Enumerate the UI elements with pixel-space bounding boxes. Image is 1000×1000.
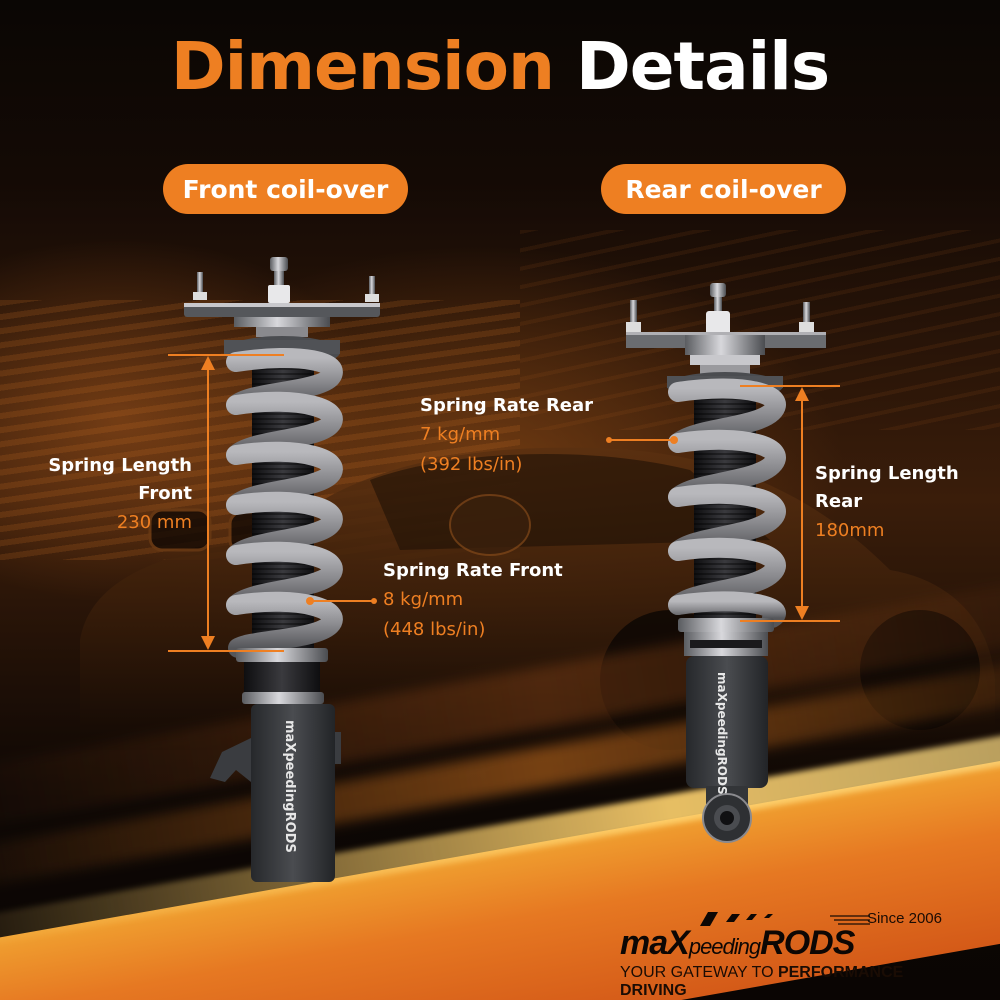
- checkered-flag-icon: [700, 912, 773, 926]
- brand-name-part3: RODS: [760, 924, 855, 962]
- spring-rate-front-alt-value: (448 lbs/in): [383, 619, 486, 640]
- spring-length-front-heading-line2: Front: [138, 483, 192, 504]
- rear-coilover: maXpeedingRODS: [626, 283, 826, 843]
- spring-rate-rear-label: Spring Rate Rear 7 kg/mm (392 lbs/in): [420, 392, 650, 480]
- brand-since: Since 2006: [866, 910, 942, 927]
- spring-rate-rear-heading: Spring Rate Rear: [420, 395, 594, 416]
- brand-name-part2: peeding: [688, 934, 761, 959]
- brand-tagline: YOUR GATEWAY TO PERFORMANCE DRIVING: [620, 964, 950, 1000]
- front-coilover-label: Front coil-over: [163, 164, 408, 214]
- spring-rate-front-label: Spring Rate Front 8 kg/mm (448 lbs/in): [383, 557, 613, 645]
- brand-name-part1: maX: [620, 924, 690, 962]
- page-title: Dimension Details: [0, 28, 1000, 105]
- spring-length-rear-heading-line2: Rear: [815, 491, 863, 512]
- spring-length-rear-heading-line1: Spring Length: [815, 463, 959, 484]
- title-part-white: Details: [575, 28, 830, 105]
- front-shock-decal: maXpeedingRODS: [282, 720, 297, 853]
- spring-rate-front-value: 8 kg/mm: [383, 589, 464, 610]
- rear-coilover-label: Rear coil-over: [601, 164, 846, 214]
- dimension-lines: [168, 354, 840, 652]
- brand-logo: Since 2006 maXpeedingRODS YOUR GATEWAY T…: [620, 910, 950, 999]
- spring-length-rear-label: Spring Length Rear 180mm: [815, 460, 995, 546]
- title-part-orange: Dimension: [170, 28, 555, 105]
- tagline-bold: PERFORMANCE DRIVING: [620, 964, 904, 999]
- spring-rate-front-heading: Spring Rate Front: [383, 560, 563, 581]
- spring-length-front-label: Spring Length Front 230 mm: [20, 452, 192, 538]
- spring-length-front-value: 230 mm: [116, 512, 192, 533]
- spring-rate-rear-alt-value: (392 lbs/in): [420, 454, 523, 475]
- brand-name: maXpeedingRODS: [620, 924, 855, 963]
- front-coilover: maXpeedingRODS: [184, 257, 380, 882]
- spring-length-rear-value: 180mm: [815, 520, 885, 541]
- speed-lines-icon: [830, 915, 870, 925]
- spring-length-front-heading-line1: Spring Length: [48, 455, 192, 476]
- tagline-light: YOUR GATEWAY TO: [620, 964, 778, 981]
- spring-rate-rear-value: 7 kg/mm: [420, 424, 501, 445]
- rear-shock-decal: maXpeedingRODS: [715, 672, 729, 795]
